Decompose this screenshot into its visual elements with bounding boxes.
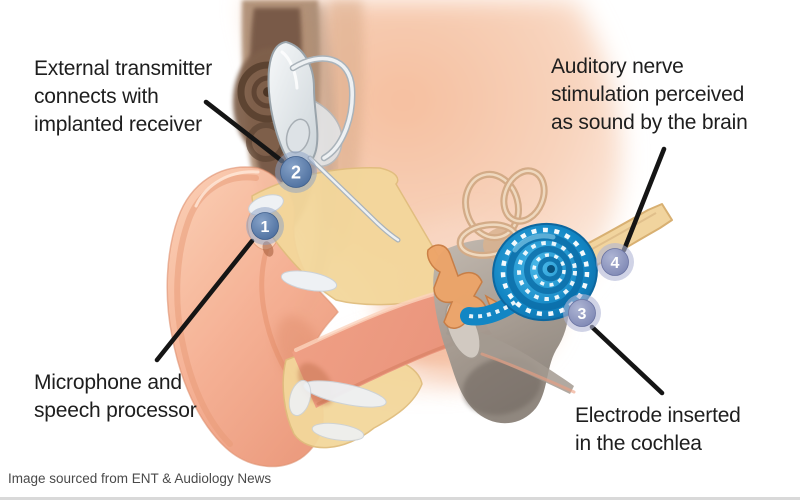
marker-badge-2: 2 bbox=[275, 151, 317, 193]
label-line: as sound by the brain bbox=[551, 111, 748, 134]
marker-badge-4: 4 bbox=[596, 243, 634, 281]
label-line: Auditory nerve bbox=[551, 55, 684, 78]
label-line: External transmitter bbox=[34, 57, 213, 80]
marker-badge-3: 3 bbox=[563, 294, 601, 332]
leader-line-electrode bbox=[589, 324, 665, 396]
label-line: implanted receiver bbox=[34, 113, 202, 136]
label-line: Electrode inserted bbox=[575, 404, 741, 427]
leader-line-microphone bbox=[154, 238, 255, 363]
badge-2-number: 2 bbox=[291, 162, 301, 182]
label-microphone-processor: Microphone and speech processor bbox=[34, 369, 197, 425]
transmitter-wire bbox=[289, 55, 401, 243]
label-line: stimulation perceived bbox=[551, 83, 745, 106]
badge-1-number: 1 bbox=[261, 219, 270, 236]
bottom-border bbox=[0, 497, 800, 500]
leader-line-nerve bbox=[621, 146, 667, 253]
cochlea-spiral bbox=[460, 222, 598, 326]
image-credit: Image sourced from ENT & Audiology News bbox=[8, 471, 272, 486]
label-electrode-cochlea: Electrode inserted in the cochlea bbox=[575, 402, 741, 458]
label-line: connects with bbox=[34, 85, 159, 108]
marker-badge-1: 1 bbox=[246, 207, 284, 245]
label-line: Microphone and bbox=[34, 371, 182, 394]
badge-3-number: 3 bbox=[578, 306, 587, 323]
implant-receiver-device bbox=[267, 40, 401, 243]
leader-lines bbox=[154, 99, 667, 396]
label-line: speech processor bbox=[34, 399, 197, 422]
label-line: in the cochlea bbox=[575, 432, 702, 455]
label-auditory-nerve: Auditory nerve stimulation perceived as … bbox=[551, 53, 748, 137]
badge-4-number: 4 bbox=[611, 255, 620, 272]
label-external-transmitter: External transmitter connects with impla… bbox=[34, 55, 212, 139]
leader-line-transmitter bbox=[203, 99, 285, 164]
